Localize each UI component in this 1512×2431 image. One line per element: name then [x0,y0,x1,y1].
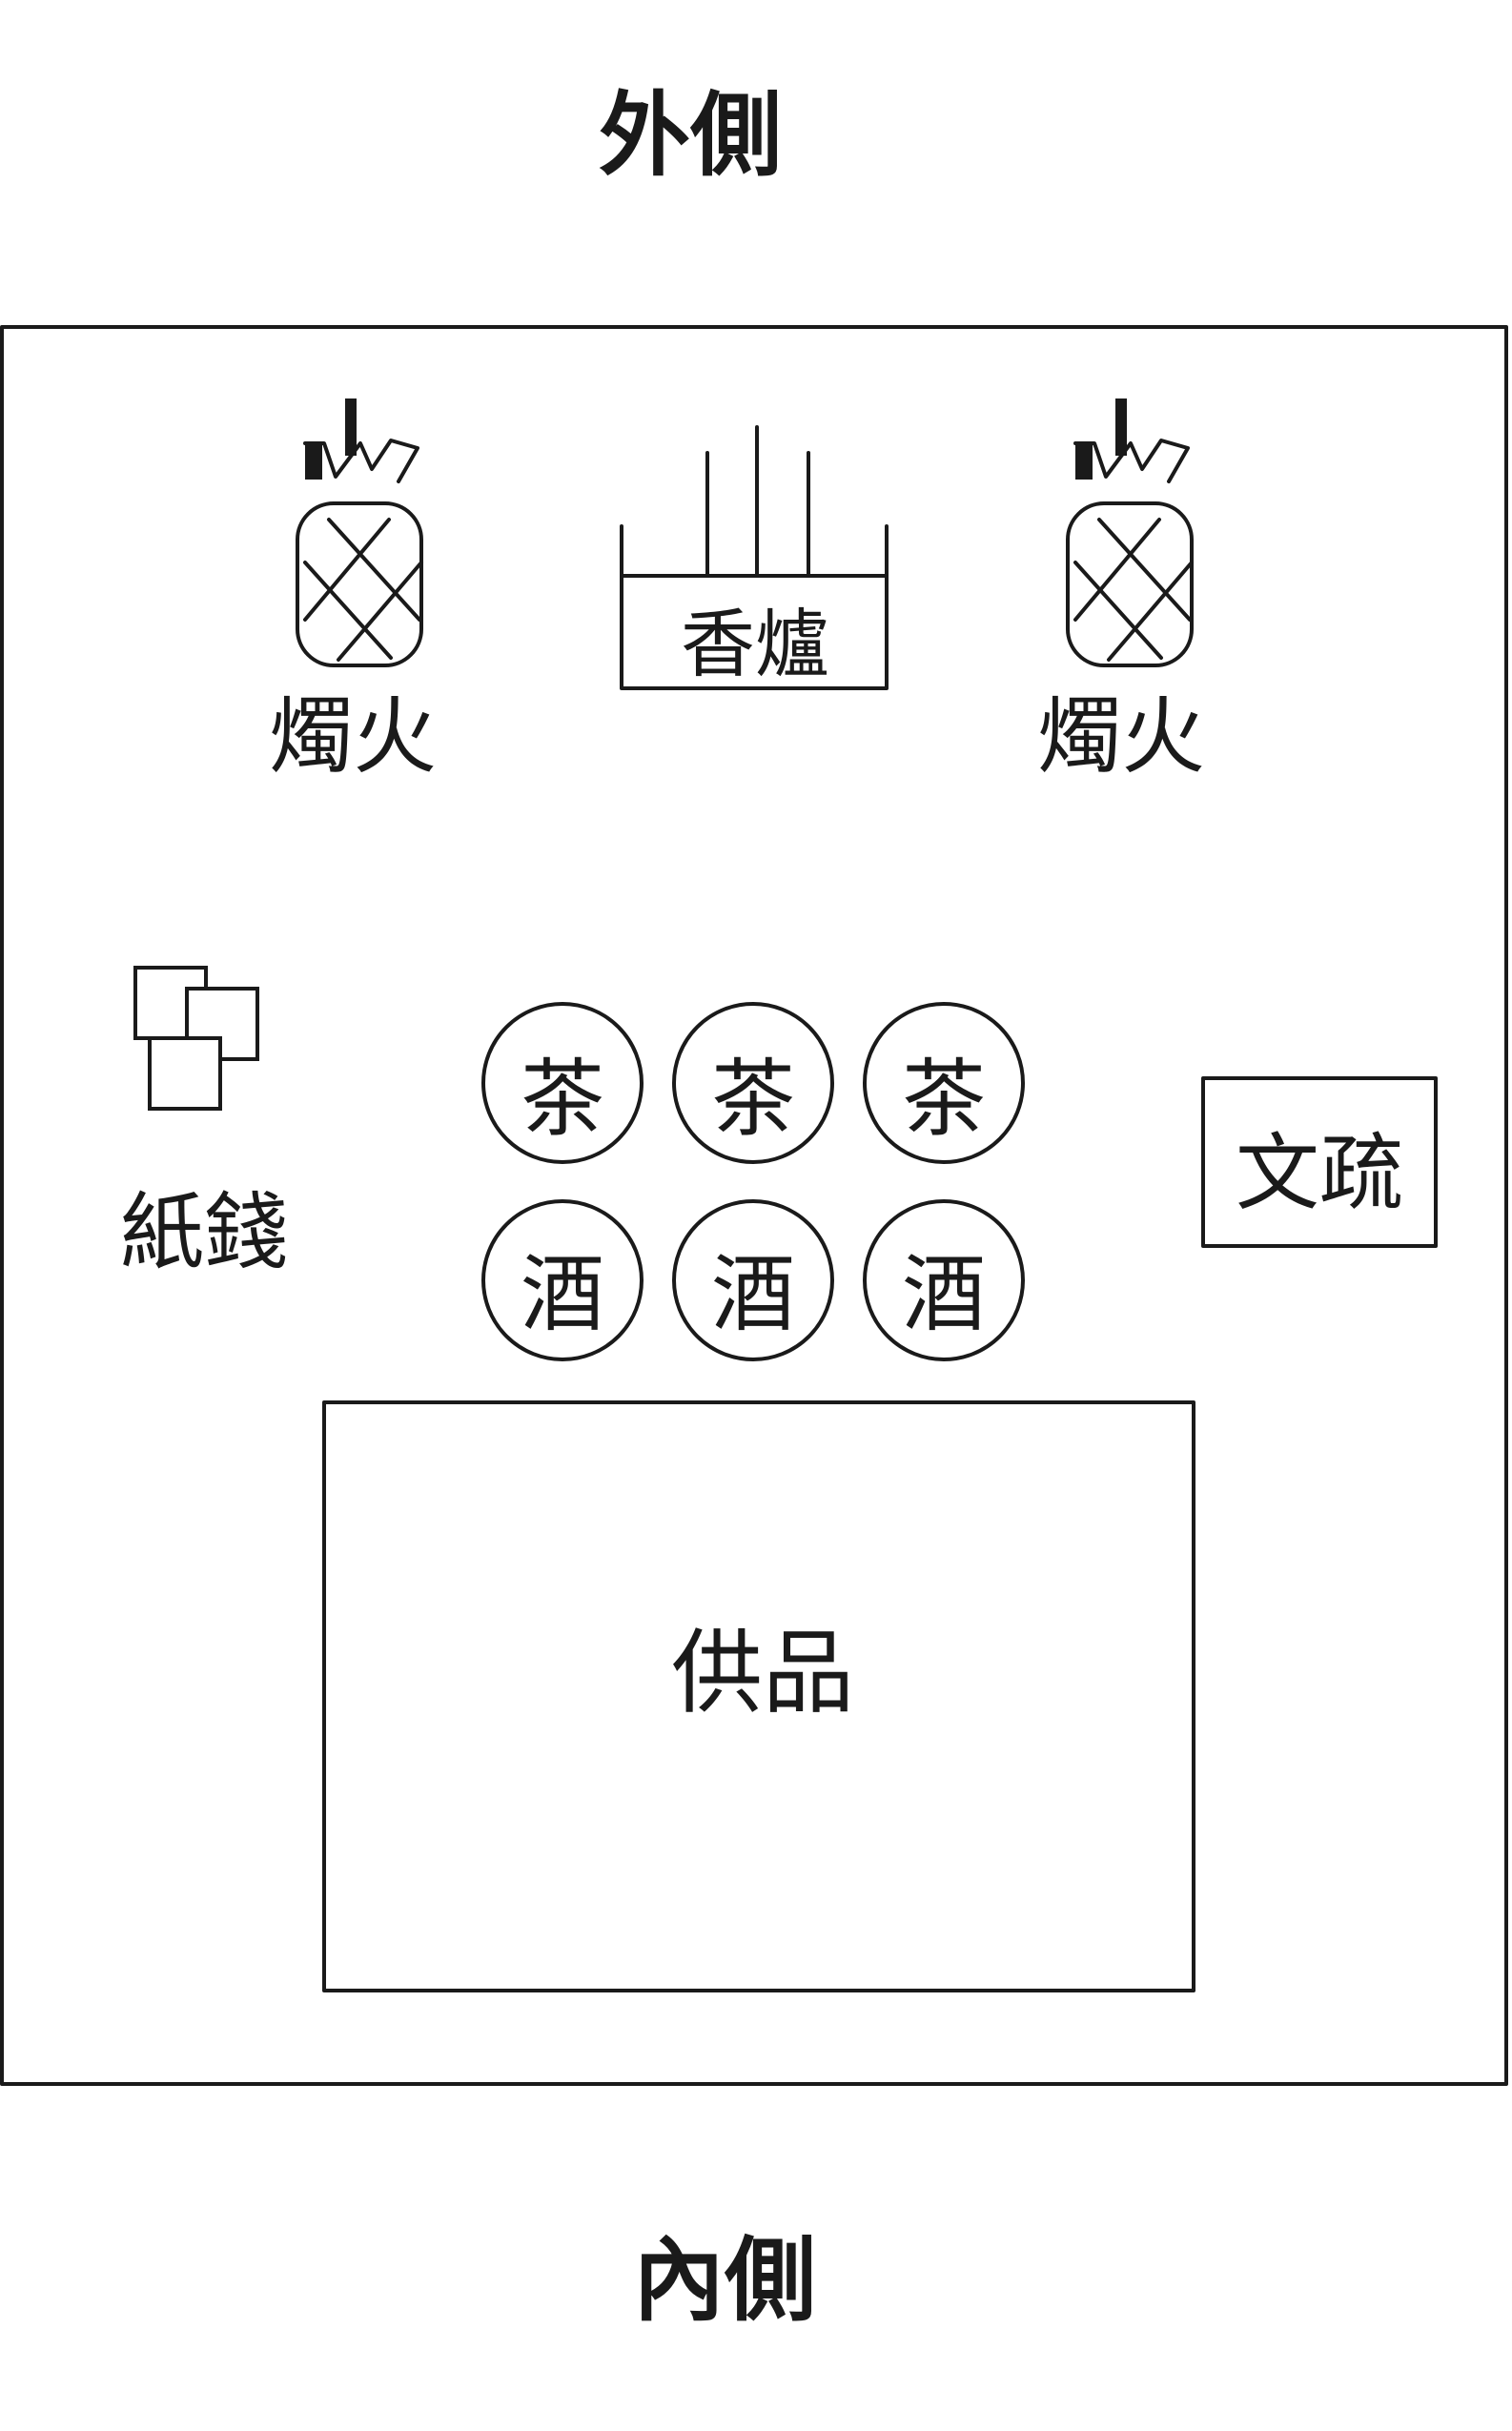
wine-cup-label: 酒 [521,1245,604,1343]
tea-cup [672,1002,834,1164]
tea-cup [481,1002,644,1164]
paper-money-icon [133,966,259,1111]
wine-cup-label: 酒 [711,1245,795,1343]
pineapple-candle-icon [296,398,423,667]
incense-burner-label: 香爐 [681,603,829,688]
altar-table [0,325,1508,2086]
wine-cup [672,1199,834,1361]
wine-cup [863,1199,1025,1361]
candle-left-label: 燭火 [269,687,437,786]
tea-cup-label: 茶 [521,1050,604,1148]
outer-side-label: 外側 [599,81,782,189]
candle-right-label: 燭火 [1037,687,1205,786]
document-label: 文疏 [1236,1124,1403,1222]
offerings-label: 供品 [671,1620,854,1726]
document-box [1201,1076,1438,1248]
inner-side-label: 內側 [633,2226,816,2334]
offerings-box [322,1400,1195,1992]
wine-cup-label: 酒 [902,1245,986,1343]
incense-burner-icon [620,425,889,690]
pineapple-candle-icon [1066,398,1194,667]
tea-cup [863,1002,1025,1164]
wine-cup [481,1199,644,1361]
paper-money-label: 紙錢 [120,1183,288,1281]
tea-cup-label: 茶 [711,1050,795,1148]
tea-cup-label: 茶 [902,1050,986,1148]
